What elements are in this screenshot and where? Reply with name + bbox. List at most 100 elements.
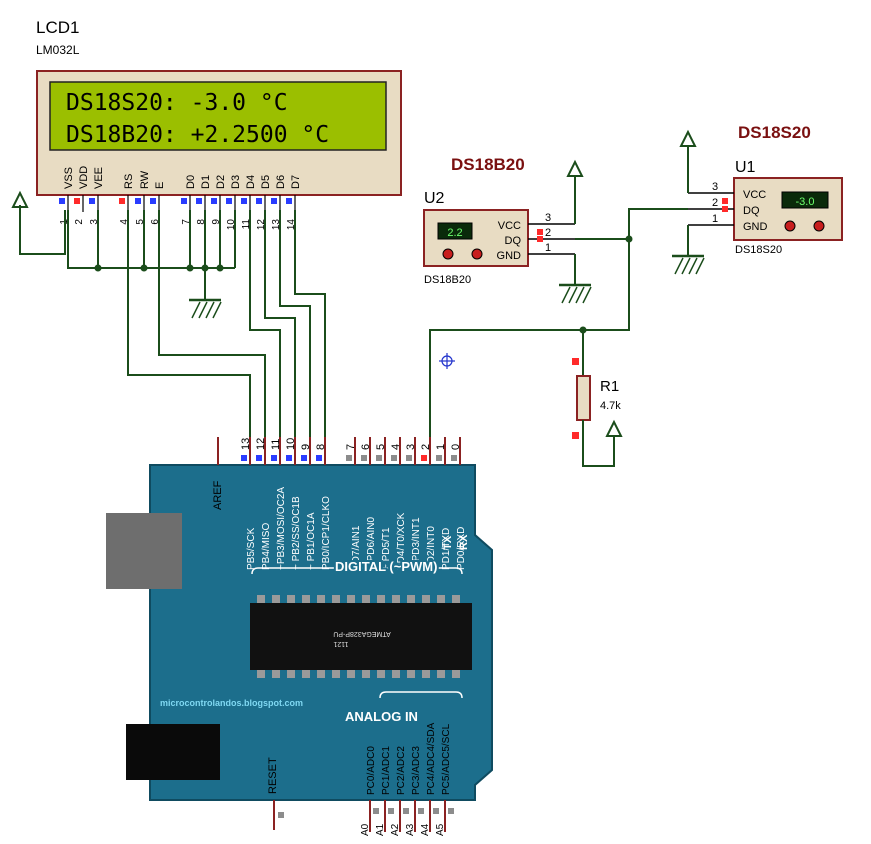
digital-pin-number: 6 (360, 444, 372, 450)
chip-pin-group (257, 595, 460, 678)
u1-pin-label-dq: DQ (743, 205, 760, 217)
digital-pin-label: ~ PB2/SS/OC1B (291, 496, 302, 570)
chip-leg (332, 595, 340, 603)
chip-leg (257, 595, 265, 603)
digital-pin-number: 4 (390, 444, 402, 450)
origin-crosshair-icon (439, 353, 455, 369)
chip-leg (392, 670, 400, 678)
pin-marker (418, 808, 424, 814)
u2-part-label: DS18B20 (424, 274, 471, 286)
junction-dot (216, 264, 224, 272)
u2-button-down-icon[interactable] (442, 248, 454, 260)
pin-marker (286, 198, 292, 204)
chip-leg (317, 670, 325, 678)
u2-display (437, 222, 473, 240)
chip-leg (362, 595, 370, 603)
lcd-pin-label: D0 (185, 175, 197, 189)
wire-r1-bottom (582, 420, 615, 467)
chip-leg (407, 595, 415, 603)
u1-pin-number-2: 2 (712, 197, 718, 209)
pin-marker (278, 812, 284, 818)
chip-leg (377, 670, 385, 678)
wire-d7 (294, 210, 326, 450)
pin-marker (119, 198, 125, 204)
lcd-pin-label: D4 (245, 175, 257, 189)
digital-pin-label: PB0/ICP1/CLKO (321, 496, 332, 570)
analog-pin-name: A5 (435, 823, 446, 836)
lcd-pin-label: RS (123, 174, 135, 189)
u2-reading: 2.2 (447, 227, 462, 239)
pin-marker (436, 455, 442, 461)
aref-label: AREF (212, 480, 224, 510)
pin-marker (181, 198, 187, 204)
digital-pin-number: 9 (300, 444, 312, 450)
lcd-pin-label: D3 (230, 175, 242, 189)
digital-pin-label: ~ PB1/OC1A (306, 512, 317, 570)
wire-rs (127, 210, 251, 450)
ground-symbol-u1-icon (672, 254, 705, 275)
analog-pin-label: PC1/ADC1 (381, 746, 392, 795)
u1-button-down-icon[interactable] (784, 220, 796, 232)
pin-marker (346, 455, 352, 461)
u2-button-up-icon[interactable] (471, 248, 483, 260)
pin-marker (403, 808, 409, 814)
analog-pin-label: PC4/ADC4/SDA (426, 722, 437, 795)
pin-marker (421, 455, 427, 461)
digital-pin-number: 0 (450, 444, 462, 450)
power-arrow-u2-icon (566, 159, 584, 177)
chip-leg (302, 670, 310, 678)
lcd-pin-number: 6 (150, 219, 161, 225)
pin-marker (391, 455, 397, 461)
lcd-pin-number: 4 (119, 219, 130, 225)
digital-pin-number: 11 (270, 439, 282, 450)
chip-leg (287, 670, 295, 678)
pin-marker (451, 455, 457, 461)
power-arrow-u1-icon (679, 129, 697, 147)
junction-dot (140, 264, 148, 272)
pin-marker (722, 198, 728, 204)
lcd-pin-group: VSS1VDD2VEE3RS4RW5E6D07D18D29D310D411D51… (59, 166, 302, 230)
lcd-pin-number: 13 (271, 219, 282, 231)
pin-marker (135, 198, 141, 204)
digital-pin-label: ~ PD6/AIN0 (366, 516, 377, 570)
pin-marker (301, 455, 307, 461)
lcd-pin-label: E (154, 182, 166, 189)
analog-pin-name: A1 (375, 823, 386, 836)
u1-part-label: DS18S20 (735, 244, 782, 256)
power-jack (126, 724, 220, 780)
chip-leg (452, 595, 460, 603)
wire-d4 (249, 210, 281, 450)
wire-lcd-vdd-power (19, 205, 66, 255)
u1-ref-label: U1 (735, 159, 756, 176)
lcd-pin-number: 10 (226, 219, 237, 231)
chip-leg (302, 595, 310, 603)
chip-leg (422, 670, 430, 678)
analog-pin-name: A4 (420, 823, 431, 836)
u1-button-up-icon[interactable] (813, 220, 825, 232)
chip-leg (452, 670, 460, 678)
pin-marker (211, 198, 217, 204)
digital-pin-number: 10 (285, 438, 297, 450)
u1-pin-number-3: 3 (712, 181, 718, 193)
pin-marker (572, 358, 579, 365)
chip-leg (392, 595, 400, 603)
pin-marker (150, 198, 156, 204)
lcd-pin-label: VDD (78, 166, 90, 189)
wire-lcd-ground-bus (67, 210, 235, 269)
u2-pin-label-gnd: GND (497, 250, 522, 262)
digital-pin-number: 3 (405, 444, 417, 450)
pin-marker (316, 455, 322, 461)
chip-leg (347, 595, 355, 603)
lcd-pin-number: 14 (286, 219, 297, 231)
digital-pin-label: ~ PD5/T1 (381, 527, 392, 570)
pin-marker (256, 455, 262, 461)
lcd-ref-label: LCD1 (36, 18, 79, 37)
lcd-model-label: LM032L (36, 43, 80, 57)
lcd-pin-label: D5 (260, 175, 272, 189)
analog-pin-label: PC3/ADC3 (411, 746, 422, 795)
atmega-chip (250, 603, 472, 670)
u1-pin-number-1: 1 (712, 213, 718, 225)
chip-leg (272, 595, 280, 603)
